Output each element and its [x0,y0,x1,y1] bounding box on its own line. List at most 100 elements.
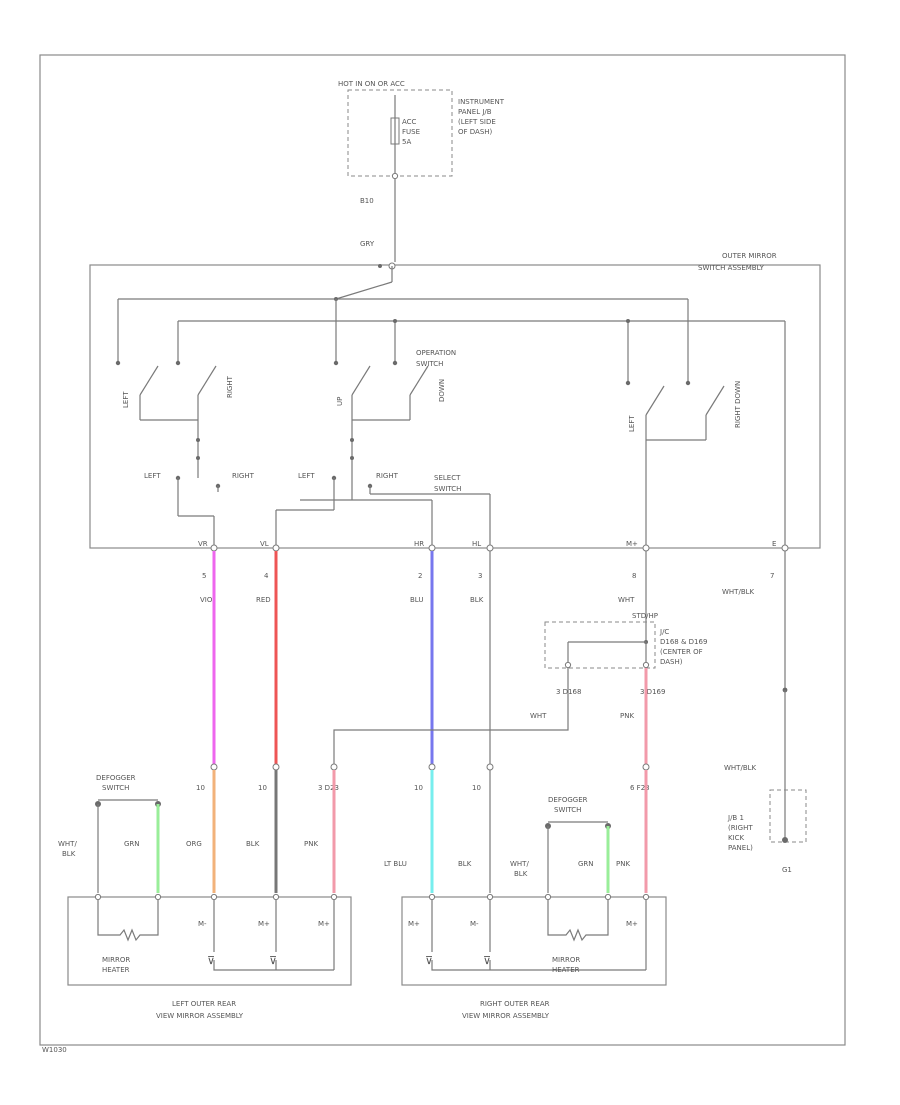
fuse-connector-pin [391,172,399,180]
box-pin-3 [428,544,436,552]
blade-3 [351,365,371,396]
wire-pin-6: 7 [770,572,774,580]
select-node-4 [350,456,354,460]
left-assembly-2: VIEW MIRROR ASSEMBLY [156,1012,244,1020]
contact-label-up: UP [336,397,344,406]
right-motor-icon-2: ⊽ [483,954,491,967]
pin-code-6: E [772,540,776,548]
contact-label-down: DOWN [438,379,446,402]
switch-assembly-box [89,264,821,549]
ground-id: G1 [782,866,792,874]
bus-node-5 [626,319,630,323]
blade-4 [409,365,429,396]
jb-box [347,89,453,177]
select-node-2 [196,456,200,460]
right-pin-label-1: 10 [414,784,423,792]
left-motor-pin-3: M+ [318,920,330,928]
right-pin-3 [642,763,650,771]
left-wire-org: ORG [186,840,202,848]
left-wire-pnk: PNK [304,840,318,848]
select-switch-label-2: SWITCH [434,485,461,493]
jb-desc-line-3: (LEFT SIDE [458,118,496,126]
right-pin-label-2: 10 [472,784,481,792]
right-box-pin-4 [604,893,612,901]
left-wire-whtblk-2: BLK [62,850,76,858]
left-pin-label-1: 10 [196,784,205,792]
pin-code-4: HL [472,540,481,548]
junction-desc-1: J/C [659,628,669,636]
wire-pin-2: 4 [264,572,269,580]
right-assembly-2: VIEW MIRROR ASSEMBLY [462,1012,550,1020]
right-heater-element [547,900,609,942]
left-pin-1 [210,763,218,771]
jb-desc-line-1: INSTRUMENT [458,98,505,106]
bus-node-4 [393,319,397,323]
blade-2 [197,365,217,396]
left-box-pin-5 [330,893,338,901]
box-pin-6 [781,544,789,552]
left-motor-icon-2: ⊽ [269,954,277,967]
jb-desc-line-2: PANEL J/B [458,108,492,116]
select-right-1: RIGHT [232,472,255,480]
junction-desc-2: D168 & D169 [660,638,707,646]
blade-1 [139,365,159,396]
fuse-connector-label: B10 [360,197,374,205]
left-heater-1: MIRROR [102,956,130,964]
wire-pin-1: 5 [202,572,206,580]
right-motor-pin-3: M+ [626,920,638,928]
contact-6 [685,380,691,386]
pin-code-1: VR [198,540,208,548]
left-heater-element [97,900,159,942]
select-switch-label-1: SELECT [434,474,461,482]
left-motor-pin-2: M+ [258,920,270,928]
wire-pin-3: 2 [418,572,422,580]
switch-assembly-title-1: OUTER MIRROR [722,252,777,260]
op-switch-label-2: SWITCH [416,360,443,368]
select-right-2: RIGHT [376,472,399,480]
junction-pin-left [564,661,572,669]
pin-code-2: VL [260,540,269,548]
left-wire-blk: BLK [246,840,260,848]
right-wire-ltblu: LT BLU [384,860,407,868]
right-wire-blk: BLK [458,860,472,868]
switch-assembly-title-2: SWITCH ASSEMBLY [698,264,765,272]
junction-box [544,621,656,669]
contact-label-left-2: LEFT [628,415,636,432]
left-motor-common [213,960,334,971]
left-box-pin-3 [210,893,218,901]
right-pin-2 [486,763,494,771]
left-box-pin-2 [154,893,162,901]
outer-frame [39,54,846,1046]
blade-6 [705,385,725,416]
wire-pin-4: 3 [478,572,482,580]
junction-left-pin: 3 D168 [556,688,581,696]
junction-pin-right [642,661,650,669]
fuse-line-2: FUSE [402,128,420,136]
contact-label-left: LEFT [122,391,130,408]
contact-4 [392,360,398,366]
wire-code-6: WHT/BLK [722,588,755,596]
box-pin-1 [210,544,218,552]
ground-desc-1: J/B 1 [727,814,744,822]
pin-code-3: HR [414,540,424,548]
left-pin-label-2: 10 [258,784,267,792]
right-mirror-box [401,896,667,986]
right-box-pin-5 [642,893,650,901]
switch-feed-node [378,264,382,268]
junction-desc-4: DASH) [660,658,683,666]
wire-code-3: BLU [410,596,423,604]
left-defogger-1: DEFOGGER [96,774,136,782]
right-motor-pin-2: M- [470,920,479,928]
ground-jb-box [769,789,807,843]
left-assembly-1: LEFT OUTER REAR [172,1000,236,1008]
contact-5 [625,380,631,386]
left-box-pin-4 [272,893,280,901]
right-defogger-1: DEFOGGER [548,796,588,804]
box-pin-5 [642,544,650,552]
right-box-pin-3 [544,893,552,901]
left-pin-2 [272,763,280,771]
op-switch-label-1: OPERATION [416,349,456,357]
fuse-box-title: HOT IN ON OR ACC [338,80,405,88]
wire-code-1: VIO [200,596,213,604]
